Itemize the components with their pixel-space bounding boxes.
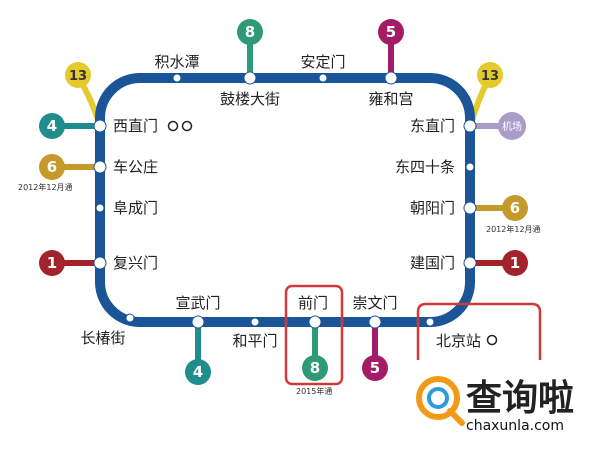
station-label-jishuitan: 积水潭 <box>154 53 199 71</box>
station-dot-chaoyangmen <box>463 201 477 215</box>
badge-line-1-right-label: 1 <box>510 254 520 272</box>
badge-line-6-right <box>502 195 528 221</box>
train-station-icon <box>181 120 193 132</box>
train-station-icon <box>486 334 498 346</box>
station-dot-gulou <box>243 71 257 85</box>
badge-airport-express <box>498 112 526 140</box>
badge-line-4-left <box>39 113 65 139</box>
watermark-url: chaxunla.com <box>466 418 564 434</box>
station-dot-jianguomen <box>463 256 477 270</box>
station-label-yonghegong: 雍和宫 <box>368 90 413 108</box>
note-chaoyangmen-open: 2012年12月通 <box>486 224 541 234</box>
station-dot-yonghegong <box>384 71 398 85</box>
transfer-icons <box>167 120 498 346</box>
station-dot-fuchengmen <box>95 203 105 213</box>
station-dot-dongsishitiao <box>465 162 475 172</box>
station-dot-xizhimen <box>93 119 107 133</box>
badge-line-4-bottom-label: 4 <box>193 363 203 381</box>
station-label-hepingmen: 和平门 <box>232 332 277 350</box>
badge-line-5-top-label: 5 <box>386 23 396 41</box>
station-label-chongwenmen: 崇文门 <box>352 294 397 312</box>
badge-line-1-left-label: 1 <box>47 254 57 272</box>
station-dot-hepingmen <box>250 317 260 327</box>
magnifier-inner-icon <box>427 387 449 409</box>
badge-line-13-left <box>65 62 91 88</box>
station-label-jianguomen: 建国门 <box>410 254 455 272</box>
magnifier-icon <box>416 376 460 420</box>
line-badges: 13 4 6 1 8 5 13 机场 6 1 4 8 5 <box>39 19 528 385</box>
station-label-gulou: 鼓楼大街 <box>220 90 280 108</box>
badge-line-13-left-label: 13 <box>69 69 87 84</box>
station-label-dongzhimen: 东直门 <box>410 117 455 135</box>
badge-line-6-left-label: 6 <box>47 158 57 176</box>
badge-line-8-top-label: 8 <box>245 23 255 41</box>
station-dot-jishuitan <box>172 73 182 83</box>
station-dot-dongzhimen <box>463 119 477 133</box>
badge-line-8-top <box>237 19 263 45</box>
station-label-andingmen: 安定门 <box>300 53 345 71</box>
station-dot-chegongzhuang <box>93 160 107 174</box>
watermark-brand: 查询啦 <box>466 378 574 419</box>
station-dot-xuanwumen <box>191 315 205 329</box>
badge-line-1-left <box>39 250 65 276</box>
station-labels: 积水潭 鼓楼大街 安定门 雍和宫 西直门 车公庄 阜成门 复兴门 东直门 东四十… <box>80 53 481 350</box>
station-dot-beijingzhan <box>425 317 435 327</box>
badge-line-8-bottom <box>302 355 328 381</box>
station-dot-changchunjie <box>125 313 135 323</box>
station-label-xuanwumen: 宣武门 <box>175 294 220 312</box>
badge-line-4-bottom <box>185 359 211 385</box>
badge-line-13-right <box>477 62 503 88</box>
badge-line-5-top <box>378 19 404 45</box>
station-label-xizhimen: 西直门 <box>113 117 158 135</box>
station-label-dongsishitiao: 东四十条 <box>395 158 455 176</box>
highlight-beijingzhan <box>416 302 542 360</box>
station-dot-fuxingmen <box>93 256 107 270</box>
badge-line-6-right-label: 6 <box>510 199 520 217</box>
station-label-qianmen: 前门 <box>298 294 328 312</box>
note-qianmen-open: 2015年通 <box>296 386 332 396</box>
station-label-chaoyangmen: 朝阳门 <box>410 199 455 217</box>
station-label-changchunjie: 长椿街 <box>80 329 125 347</box>
station-label-fuchengmen: 阜成门 <box>113 199 158 217</box>
train-station-icon <box>167 120 179 132</box>
badge-line-13-right-label: 13 <box>481 69 499 84</box>
badge-line-4-left-label: 4 <box>47 117 57 135</box>
badge-line-6-left <box>39 154 65 180</box>
station-dots <box>93 71 477 329</box>
badge-line-5-bottom <box>362 355 388 381</box>
highlight-qianmen <box>284 284 344 386</box>
badge-line-8-bottom-label: 8 <box>310 359 320 377</box>
station-dot-chongwenmen <box>368 315 382 329</box>
badge-airport-label: 机场 <box>502 120 522 133</box>
station-dot-andingmen <box>318 73 328 83</box>
station-label-chegongzhuang: 车公庄 <box>113 158 158 176</box>
station-label-fuxingmen: 复兴门 <box>113 254 158 272</box>
magnifier-handle-icon <box>447 408 465 426</box>
badge-line-1-right <box>502 250 528 276</box>
note-chegongzhuang-open: 2012年12月通 <box>18 182 73 192</box>
watermark: 查询啦 chaxunla.com <box>416 376 574 434</box>
station-label-beijingzhan: 北京站 <box>436 332 481 350</box>
badge-line-5-bottom-label: 5 <box>370 359 380 377</box>
station-dot-qianmen <box>308 315 322 329</box>
